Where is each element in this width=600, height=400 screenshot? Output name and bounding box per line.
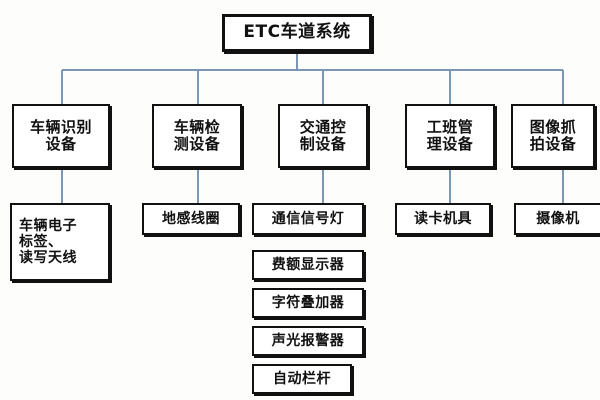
node-leaf-3-5[interactable]: 自动栏杆 bbox=[252, 364, 352, 394]
node-branch-4[interactable]: 工班管 理设备 bbox=[405, 104, 495, 168]
node-leaf-1-1[interactable]: 车辆电子 标签、 读写天线 bbox=[10, 203, 110, 281]
node-branch-5-label: 图像抓 拍设备 bbox=[529, 117, 577, 153]
node-root-label: ETC车道系统 bbox=[243, 22, 351, 43]
node-root[interactable]: ETC车道系统 bbox=[222, 14, 372, 52]
node-leaf-3-3-label: 字符叠加器 bbox=[271, 294, 345, 311]
node-leaf-3-3[interactable]: 字符叠加器 bbox=[252, 288, 364, 318]
node-leaf-1-1-label: 车辆电子 标签、 读写天线 bbox=[19, 217, 77, 267]
node-branch-5[interactable]: 图像抓 拍设备 bbox=[511, 104, 595, 168]
node-leaf-3-4[interactable]: 声光报警器 bbox=[252, 326, 364, 356]
node-branch-2[interactable]: 车辆检 测设备 bbox=[152, 104, 242, 168]
node-leaf-3-2[interactable]: 费额显示器 bbox=[252, 250, 364, 280]
node-leaf-4-1-label: 读卡机具 bbox=[414, 210, 472, 227]
node-leaf-3-4-label: 声光报警器 bbox=[271, 332, 345, 349]
node-branch-1-label: 车辆识别 设备 bbox=[29, 117, 92, 153]
node-branch-2-label: 车辆检 测设备 bbox=[173, 117, 221, 153]
node-leaf-3-2-label: 费额显示器 bbox=[271, 256, 345, 273]
node-leaf-3-1-label: 通信信号灯 bbox=[271, 210, 345, 227]
node-branch-1[interactable]: 车辆识别 设备 bbox=[12, 104, 110, 168]
node-leaf-2-1-label: 地感线圈 bbox=[162, 210, 220, 227]
node-branch-3[interactable]: 交通控 制设备 bbox=[278, 104, 368, 168]
node-leaf-3-1[interactable]: 通信信号灯 bbox=[252, 203, 364, 235]
node-leaf-2-1[interactable]: 地感线圈 bbox=[142, 203, 240, 235]
node-leaf-3-5-label: 自动栏杆 bbox=[273, 370, 331, 387]
node-branch-3-label: 交通控 制设备 bbox=[299, 117, 347, 153]
node-leaf-4-1[interactable]: 读卡机具 bbox=[395, 203, 491, 235]
node-leaf-5-1-label: 摄像机 bbox=[536, 210, 580, 227]
node-branch-4-label: 工班管 理设备 bbox=[426, 117, 474, 153]
node-leaf-5-1[interactable]: 摄像机 bbox=[514, 203, 600, 235]
